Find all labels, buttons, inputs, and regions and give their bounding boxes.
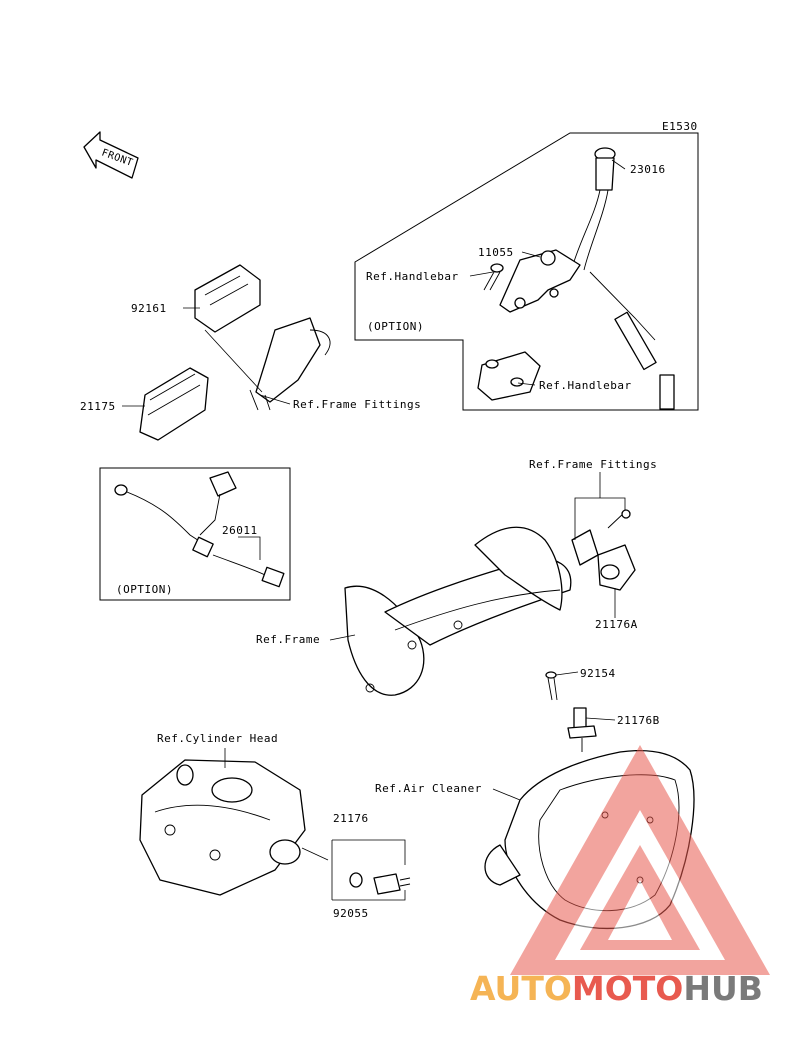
label-92055: 92055 (333, 907, 369, 920)
frame-structure (344, 526, 572, 696)
label-92161: 92161 (131, 302, 167, 315)
label-ref-handlebar-top: Ref.Handlebar (366, 270, 459, 283)
label-23016: 23016 (630, 163, 666, 176)
label-option-left: (OPTION) (116, 583, 173, 596)
label-26011: 26011 (222, 524, 258, 537)
handlebar-bolt (483, 263, 504, 291)
label-ref-handlebar-bottom: Ref.Handlebar (539, 379, 632, 392)
ecu-92161 (194, 264, 261, 333)
label-ref-frame-fittings-right: Ref.Frame Fittings (529, 458, 657, 471)
watermark-logo (510, 745, 770, 975)
bolt-92154 (545, 671, 558, 701)
label-21176b: 21176B (617, 714, 660, 727)
label-21176: 21176 (333, 812, 369, 825)
option-box-left (99, 467, 291, 601)
label-ref-air-cleaner: Ref.Air Cleaner (375, 782, 482, 795)
watermark-part-1: AUTO (470, 969, 572, 1008)
diagram-code: E1530 (662, 120, 698, 133)
label-ref-frame: Ref.Frame (256, 633, 320, 646)
frame-fittings-bracket (249, 317, 331, 411)
bracket-21176 (331, 839, 406, 901)
handlebar-clamp (477, 351, 541, 401)
watermark-part-3: HUB (683, 969, 763, 1008)
cable-23016 (571, 147, 675, 410)
watermark-text: AUTOMOTOHUB (470, 969, 763, 1008)
label-21175: 21175 (80, 400, 116, 413)
label-92154: 92154 (580, 667, 616, 680)
sensor-21176b (567, 707, 597, 752)
front-arrow-icon: FRONT (83, 131, 139, 179)
label-11055: 11055 (478, 246, 514, 259)
label-ref-cylinder-head: Ref.Cylinder Head (157, 732, 278, 745)
label-ref-frame-fittings-left: Ref.Frame Fittings (293, 398, 421, 411)
option-box-top (354, 132, 699, 411)
watermark-part-2: MOTO (572, 969, 683, 1008)
cylinder-head (139, 759, 306, 896)
sensor-21176 (349, 872, 411, 895)
leader-lines (122, 159, 626, 861)
label-21176a: 21176A (595, 618, 638, 631)
sensor-21176a (571, 509, 636, 591)
harness-26011 (114, 471, 285, 588)
bracket-11055 (499, 249, 581, 313)
ecu-21175 (139, 367, 209, 441)
label-option-top: (OPTION) (367, 320, 424, 333)
